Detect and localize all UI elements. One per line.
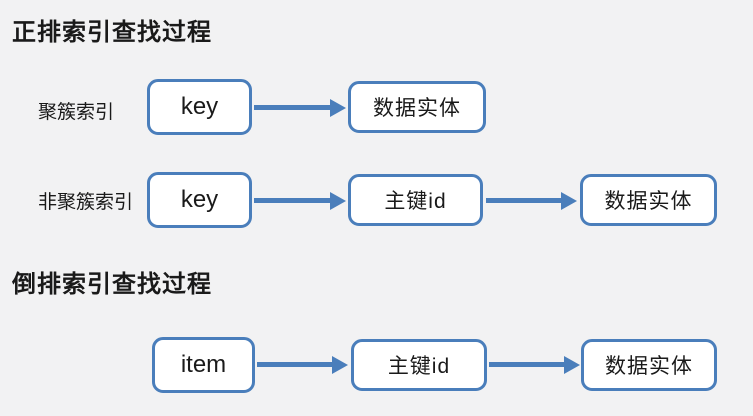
node-key: key xyxy=(147,79,252,135)
section-title-forward-index: 正排索引查找过程 xyxy=(12,19,212,46)
row-label-non-clustered-index: 非聚簇索引 xyxy=(38,192,134,213)
arrow-right-icon xyxy=(257,362,333,367)
arrow-right-icon xyxy=(254,198,331,203)
node-primary-key-id: 主键id xyxy=(351,339,487,391)
node-key: key xyxy=(147,172,252,228)
arrow-right-icon xyxy=(489,362,565,367)
node-data-entity: 数据实体 xyxy=(580,174,717,226)
arrow-right-icon xyxy=(486,198,562,203)
section-title-inverted-index: 倒排索引查找过程 xyxy=(12,271,212,298)
row-label-clustered-index: 聚簇索引 xyxy=(38,102,115,123)
node-data-entity: 数据实体 xyxy=(581,339,717,391)
arrow-right-icon xyxy=(254,105,331,110)
node-primary-key-id: 主键id xyxy=(348,174,483,226)
node-item: item xyxy=(152,337,255,393)
node-data-entity: 数据实体 xyxy=(348,81,486,133)
